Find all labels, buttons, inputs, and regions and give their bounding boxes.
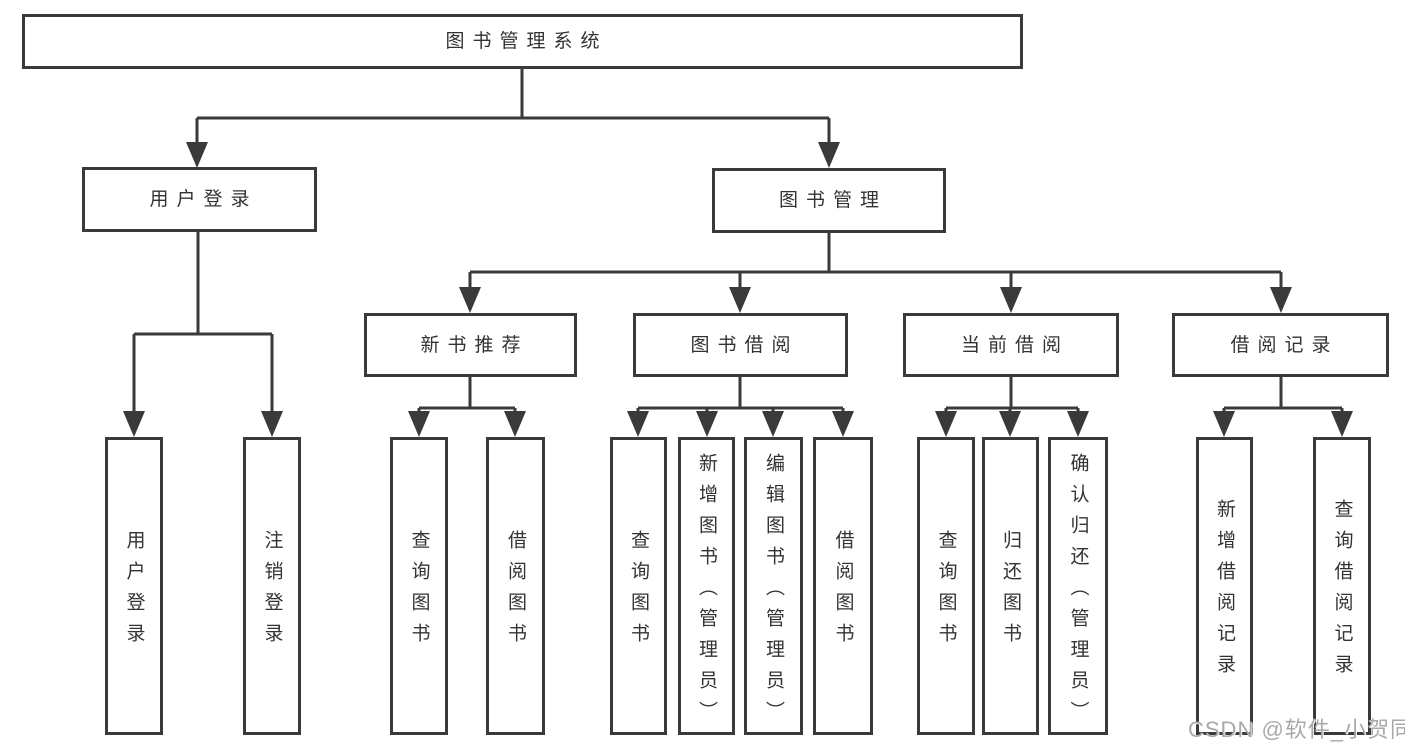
- leaf-edit-book-admin: 编辑图书（管理员）: [744, 437, 803, 735]
- leaf-user-login: 用户登录: [105, 437, 163, 735]
- connector-user-login-rail: [134, 232, 272, 336]
- leaf-return-book: 归还图书: [982, 437, 1039, 735]
- node-root: 图书管理系统: [22, 14, 1023, 69]
- connector-book-management-rail: [470, 233, 1281, 274]
- connector-root-rail: [197, 69, 829, 120]
- leaf-add-book-admin: 新增图书（管理员）: [678, 437, 735, 735]
- leaf-add-borrow-record: 新增借阅记录: [1196, 437, 1253, 735]
- leaf-borrow-books-recommend: 借阅图书: [486, 437, 545, 735]
- node-user-login: 用户登录: [82, 167, 317, 232]
- node-current-borrow: 当前借阅: [903, 313, 1119, 377]
- node-book-management: 图书管理: [712, 168, 946, 233]
- node-book-borrow: 图书借阅: [633, 313, 848, 377]
- leaf-query-books-borrow: 查询图书: [610, 437, 667, 735]
- leaf-query-books-recommend: 查询图书: [390, 437, 448, 735]
- watermark: CSDN @软件_小贺同学: [1188, 717, 1405, 742]
- leaf-logout: 注销登录: [243, 437, 301, 735]
- leaf-query-books-current: 查询图书: [917, 437, 975, 735]
- leaf-confirm-return-admin: 确认归还（管理员）: [1048, 437, 1108, 735]
- connector-borrow-records-rail: [1224, 377, 1342, 410]
- leaf-query-borrow-record: 查询借阅记录: [1313, 437, 1371, 735]
- node-borrow-records: 借阅记录: [1172, 313, 1389, 377]
- connector-current-borrow-rail: [946, 377, 1078, 410]
- node-new-book-recommend: 新书推荐: [364, 313, 577, 377]
- connector-new-book-rail: [419, 377, 515, 410]
- leaf-borrow-books: 借阅图书: [813, 437, 873, 735]
- connector-book-borrow-rail: [638, 377, 843, 410]
